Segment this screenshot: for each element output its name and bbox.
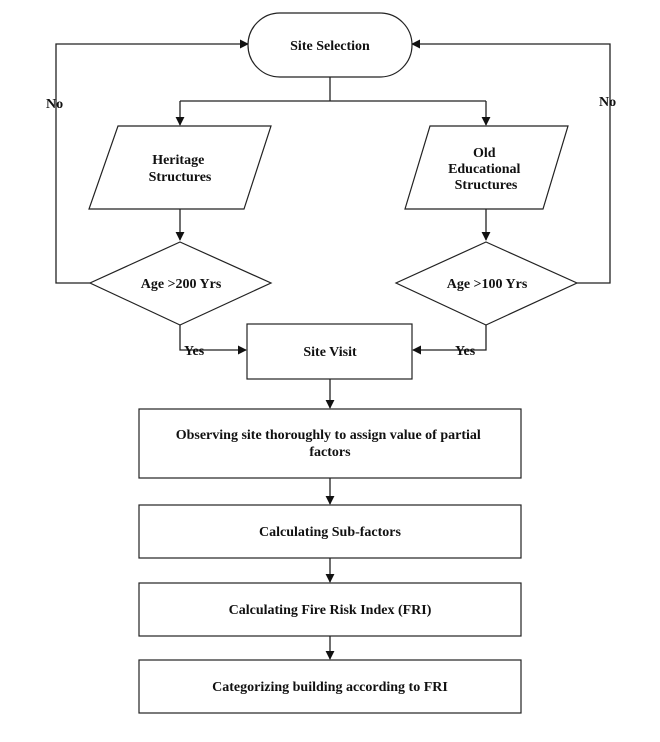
old-educational-label: Old Educational Structures xyxy=(448,146,524,193)
heritage-label: Heritage Structures xyxy=(149,153,212,185)
site-visit-label: Site Visit xyxy=(303,345,357,360)
node-observing: Observing site thoroughly to assign valu… xyxy=(138,408,522,479)
process-shape xyxy=(138,408,522,479)
decision-shape xyxy=(394,241,579,326)
process-shape xyxy=(246,323,413,380)
node-categorizing: Categorizing building according to FRI xyxy=(138,659,522,714)
connectors xyxy=(55,39,611,660)
sub-factors-label: Calculating Sub-factors xyxy=(259,525,402,540)
process-shape xyxy=(138,582,522,637)
site-selection-label: Site Selection xyxy=(290,39,370,54)
terminal-shape xyxy=(247,12,413,78)
decision-shape xyxy=(88,241,273,326)
node-age-100: Age >100 Yrs xyxy=(394,241,579,326)
edge-no-left xyxy=(55,39,249,284)
node-heritage: Heritage Structures xyxy=(88,125,272,210)
node-old-educational: Old Educational Structures xyxy=(404,125,569,210)
observing-label: Observing site thoroughly to assign valu… xyxy=(176,428,485,460)
node-site-visit: Site Visit xyxy=(246,323,413,380)
age-200-label: Age >200 Yrs xyxy=(141,277,222,292)
yes-right-label: Yes xyxy=(455,344,476,359)
node-age-200: Age >200 Yrs xyxy=(88,241,273,326)
yes-left-label: Yes xyxy=(184,344,205,359)
no-right-label: No xyxy=(599,95,616,110)
node-sub-factors: Calculating Sub-factors xyxy=(138,504,522,559)
parallelogram-shape xyxy=(88,125,272,210)
fri-label: Calculating Fire Risk Index (FRI) xyxy=(229,603,432,618)
node-fri: Calculating Fire Risk Index (FRI) xyxy=(138,582,522,637)
process-shape xyxy=(138,504,522,559)
no-left-label: No xyxy=(46,97,63,112)
edge-yes-right xyxy=(412,325,487,355)
edge-no-right xyxy=(411,39,611,284)
age-100-label: Age >100 Yrs xyxy=(447,277,528,292)
node-site-selection: Site Selection xyxy=(247,12,413,78)
edge-yes-left xyxy=(179,325,247,355)
categorizing-label: Categorizing building according to FRI xyxy=(212,680,448,695)
process-shape xyxy=(138,659,522,714)
parallelogram-shape xyxy=(404,125,569,210)
